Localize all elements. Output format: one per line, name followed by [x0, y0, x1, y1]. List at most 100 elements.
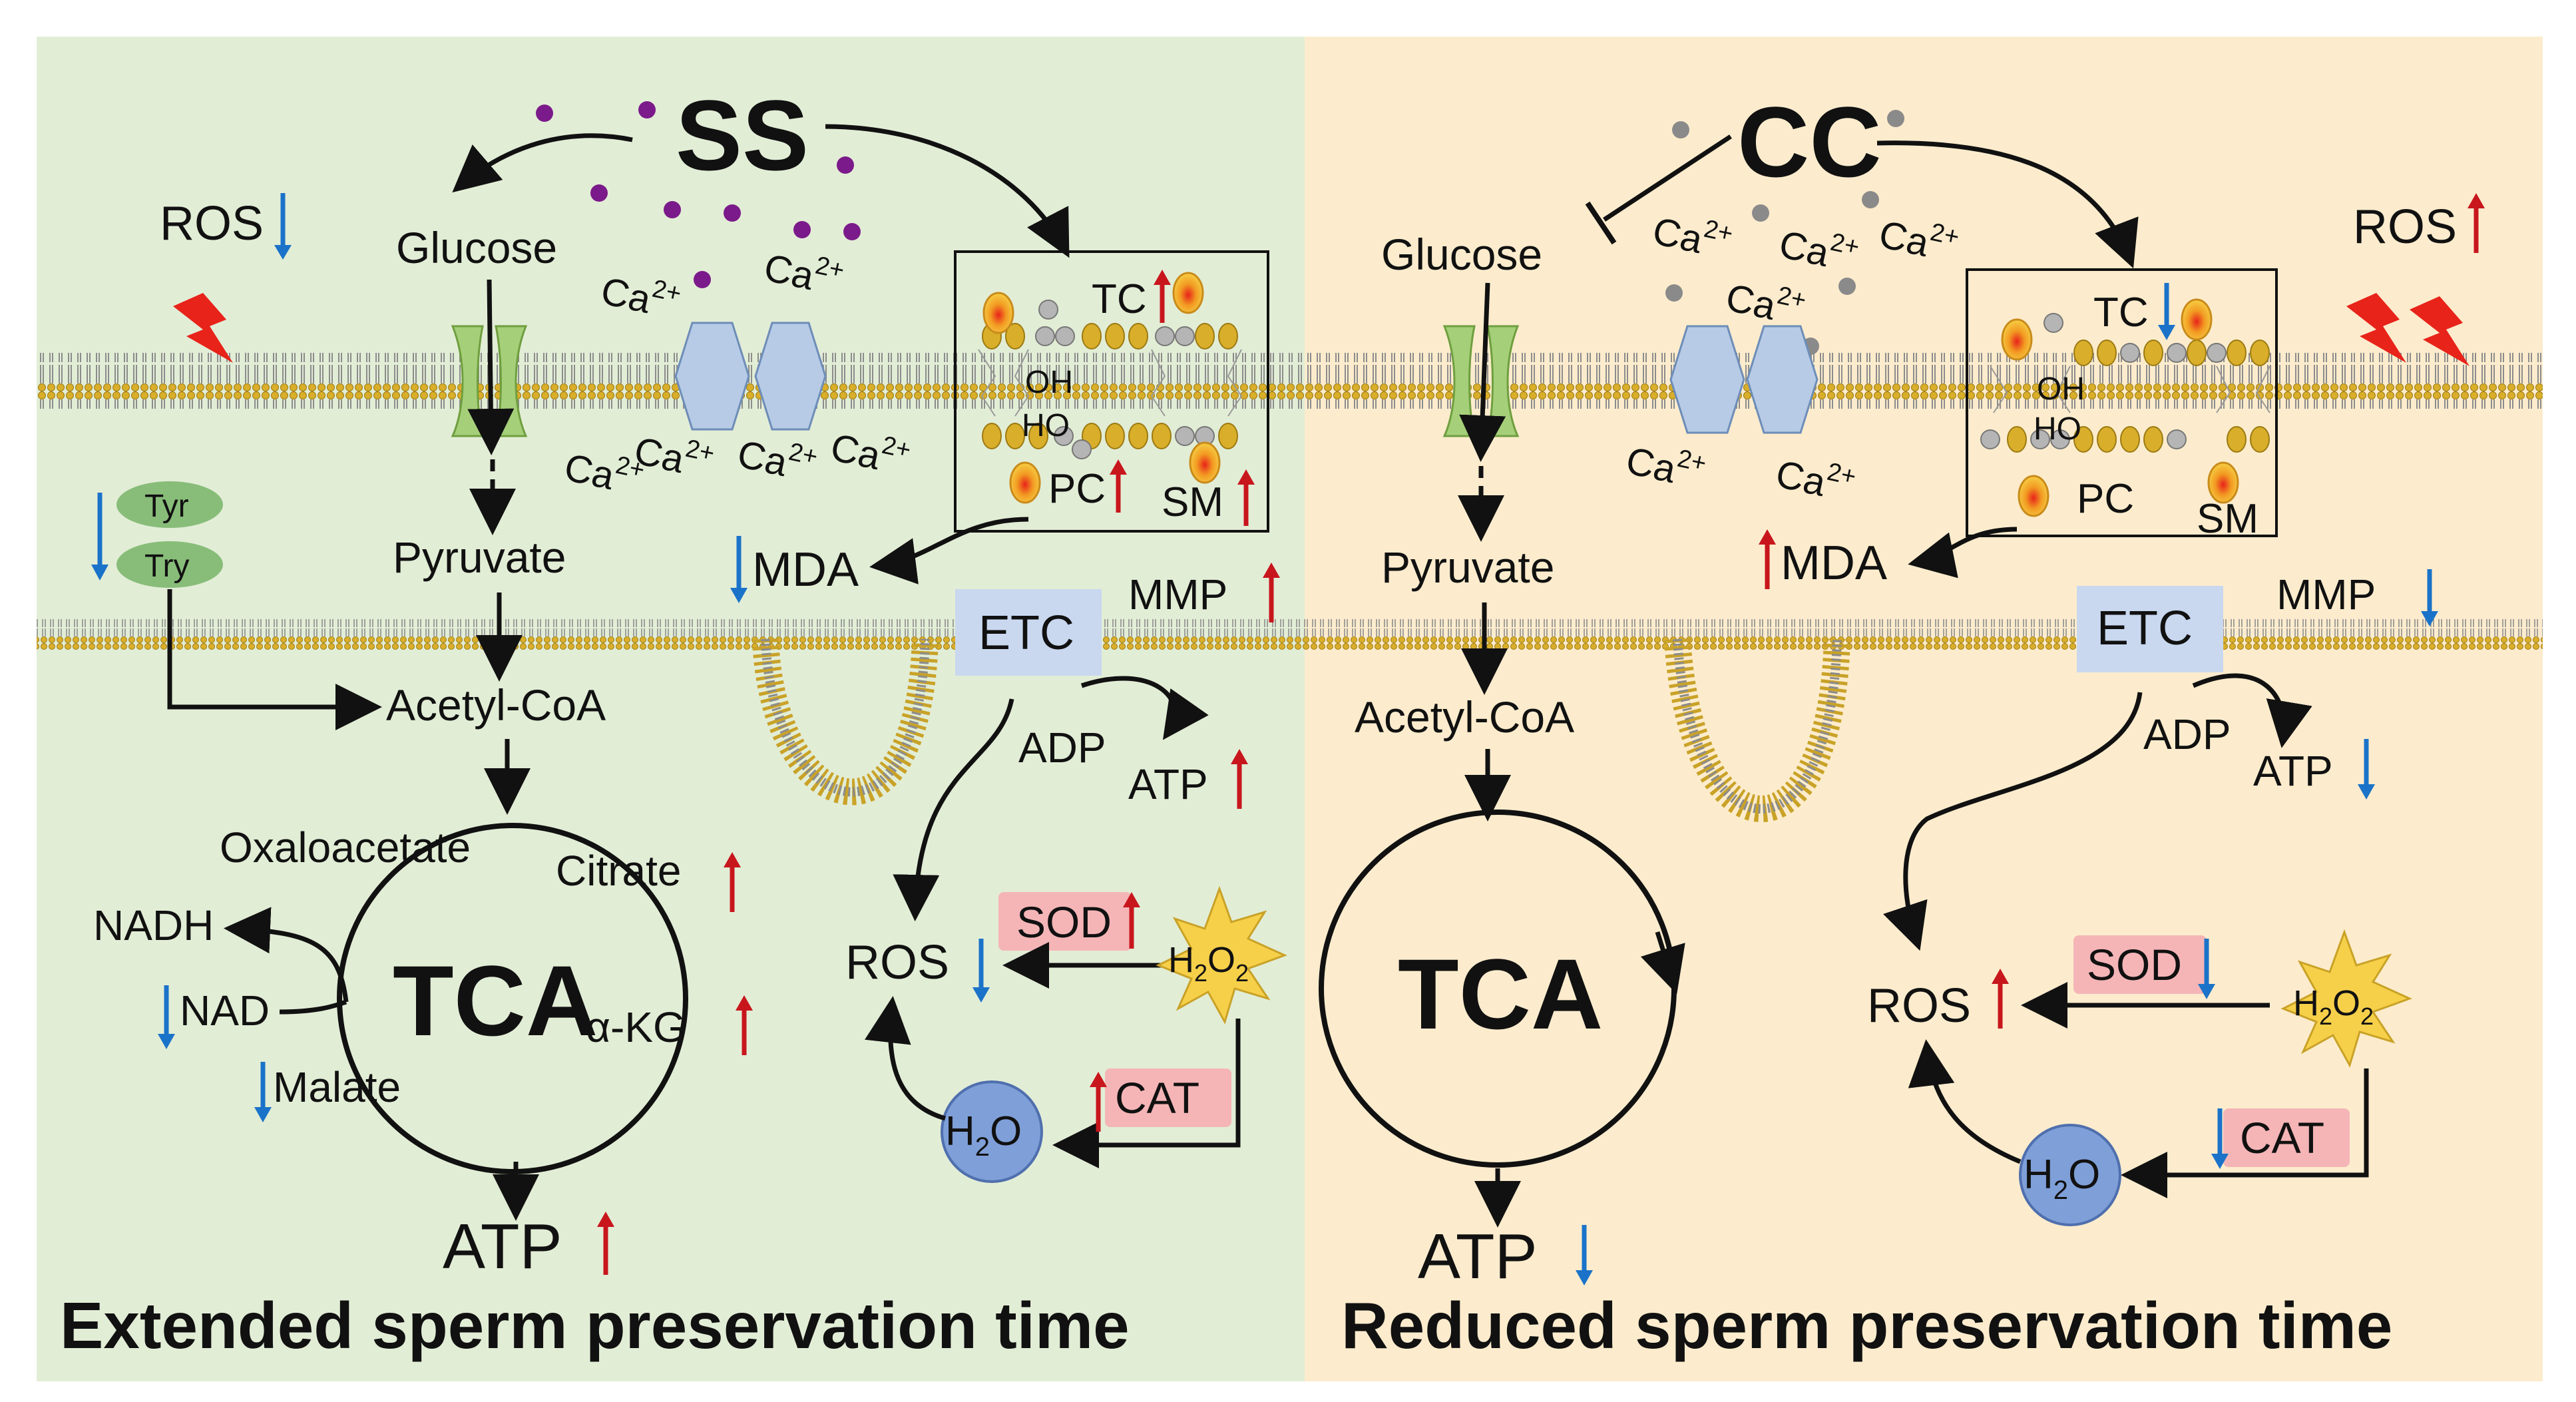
lipid-zoom-box: TC OH HO PC SM [954, 250, 1269, 533]
right-atp-small-down-head [2358, 784, 2375, 800]
left-atp-small: ATP [1128, 760, 1208, 808]
right-ros-bottom: ROS [1867, 979, 1971, 1033]
right-arrow-adp-to-atp [2192, 673, 2312, 748]
left-h2o: H2O [945, 1108, 1022, 1162]
left-pc-up-head [1110, 459, 1127, 475]
left-ros-top-down-head [274, 245, 292, 260]
tyr-label: Tyr [144, 489, 189, 524]
left-sm-label: SM [1162, 479, 1223, 525]
mito-membrane-left [37, 619, 1305, 650]
right-sod: SOD [2087, 940, 2182, 989]
left-tca: TCA [393, 945, 598, 1056]
lightning-bolt-icon-1 [2346, 293, 2406, 363]
right-calcium-ions: Ca2+ Ca2+ Ca2+ Ca2+ Ca2+ Ca2+ [1622, 204, 1962, 511]
oxaloacetate: Oxaloacetate [220, 823, 471, 871]
left-oh-label: OH [1025, 365, 1073, 400]
left-cat-up-head [1090, 1072, 1107, 1087]
left-mmp-up-head [1263, 563, 1280, 578]
akg-up-head [736, 995, 753, 1011]
left-ros-bottom-down-head [972, 987, 990, 1003]
right-ros-top: ROS [2353, 200, 2457, 254]
left-sod: SOD [1016, 897, 1112, 947]
svg-text:Ca2+: Ca2+ [760, 241, 847, 304]
left-footer: Extended sperm preservation time [60, 1289, 1130, 1362]
right-sod-down-head [2198, 984, 2215, 999]
nad: NAD [180, 987, 270, 1035]
ss-particles [536, 101, 861, 288]
cc-title: CC [1737, 86, 1882, 198]
right-arrow-lipid-to-mda [1908, 527, 2018, 579]
right-ros-top-up-head [2468, 193, 2485, 208]
svg-text:Ca2+: Ca2+ [1775, 218, 1862, 281]
right-etc-box [2077, 586, 2223, 672]
right-h2o2: H2O2 [2293, 983, 2374, 1030]
right-tca: TCA [1398, 938, 1603, 1050]
right-cat: CAT [2240, 1113, 2324, 1162]
left-tc-label: TC [1092, 276, 1147, 322]
right-h2o2-star [2280, 929, 2412, 1068]
left-h2o-circle [941, 1080, 1043, 1183]
arrow-cc-to-membrane [1876, 140, 2139, 269]
citrate-up-head [724, 852, 741, 867]
right-lipid-zoom-box: TC OH HO PC SM [1966, 268, 2278, 542]
malate: Malate [273, 1063, 401, 1111]
svg-text:Ca2+: Ca2+ [827, 421, 913, 484]
right-arrow-h2o-to-ros [1908, 1039, 2022, 1164]
arrow-glucose-down [467, 279, 515, 455]
left-tc-up-head [1154, 270, 1171, 285]
right-mmp-down-head [2421, 611, 2438, 626]
right-pyruvate: Pyruvate [1381, 543, 1554, 592]
right-glucose: Glucose [1381, 230, 1542, 279]
arrow-ss-to-glucose [452, 133, 633, 193]
right-calcium-pump-2 [1746, 325, 1819, 434]
left-atp-small-up-head [1231, 749, 1248, 764]
right-arrow-h2o2-to-h2o [2121, 1068, 2369, 1198]
right-pc-label: PC [2077, 476, 2134, 522]
svg-text:Ca2+: Ca2+ [1722, 271, 1809, 334]
nad-down-head [158, 1034, 175, 1049]
right-sm-label: SM [2197, 496, 2258, 542]
inhibit-bar [1585, 201, 1617, 245]
ss-title: SS [676, 79, 809, 191]
right-etc: ETC [2097, 602, 2193, 655]
arrow-lipid-to-mda [869, 517, 1029, 584]
right-tc-label: TC [2093, 290, 2149, 336]
calcium-pump-2 [754, 322, 827, 431]
left-sod-up-head [1123, 892, 1140, 907]
nad-link [279, 999, 347, 1015]
right-atp-big: ATP [1418, 1221, 1538, 1292]
try-bubble [116, 541, 223, 588]
right-tc-down-head [2158, 325, 2175, 340]
right-footer: Reduced sperm preservation time [1341, 1289, 2392, 1362]
left-cat: CAT [1115, 1073, 1199, 1122]
left-sm-up-head [1237, 469, 1255, 485]
right-calcium-pump-1 [1669, 325, 1745, 434]
right-arrow-etc-to-ros [1883, 692, 2143, 951]
arrow-h2o-to-ros [865, 996, 946, 1121]
left-tyr-down-head [91, 565, 108, 581]
right-mmp: MMP [2276, 571, 2376, 618]
calcium-pump-1 [674, 322, 750, 431]
lightning-bolt-icon-2 [2410, 296, 2469, 366]
right-adp: ADP [2143, 710, 2231, 758]
right-atp-big-down-head [1576, 1270, 1593, 1285]
malate-down-head [254, 1107, 272, 1122]
crista-fold-left-inner [761, 638, 930, 797]
akg: α-KG [586, 1003, 686, 1051]
crista-fold-right-inner [1673, 638, 1842, 814]
left-ros-top: ROS [160, 197, 264, 250]
right-oh-label: OH [2037, 371, 2085, 407]
right-atp-small: ATP [2253, 747, 2333, 795]
right-ros-bottom-up-head [1992, 969, 2009, 984]
arrow-adp-to-atp [1080, 676, 1209, 740]
svg-text:Ca2+: Ca2+ [1649, 204, 1735, 268]
left-cat-box [1105, 1068, 1231, 1127]
left-mmp: MMP [1128, 571, 1227, 618]
tyr-bubble [116, 481, 223, 528]
left-etc-box [955, 589, 1102, 676]
left-sod-box [998, 892, 1132, 951]
left-ros-bottom: ROS [845, 936, 949, 989]
svg-text:Ca2+: Ca2+ [1772, 447, 1858, 511]
right-sod-box [2073, 935, 2207, 994]
lightning-bolt-icon [173, 293, 233, 363]
